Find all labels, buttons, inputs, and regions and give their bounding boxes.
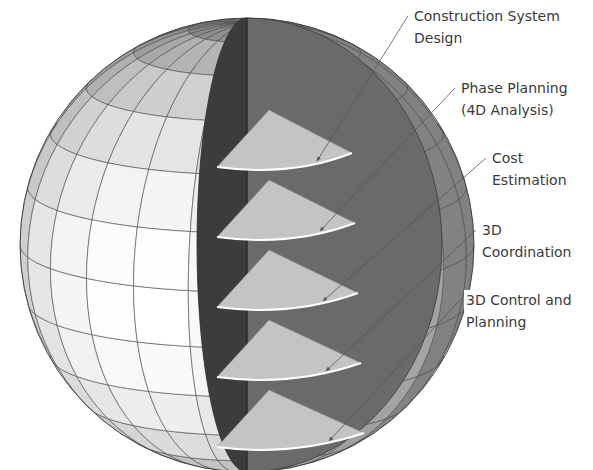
- cut-away: [197, 18, 442, 470]
- callout-label: 3D Coordination: [480, 220, 588, 263]
- leader-line: [320, 88, 455, 231]
- callout-label: 3D Control and Planning: [464, 290, 588, 333]
- callout-label: Cost Estimation: [490, 148, 584, 191]
- sphere-facet: [50, 210, 92, 278]
- sphere-facet: [149, 117, 206, 174]
- leader-line: [326, 230, 476, 371]
- sphere-facet: [50, 269, 92, 335]
- shelf-edge: [217, 433, 364, 450]
- shelf: [217, 250, 358, 310]
- sphere-facet: [134, 286, 191, 347]
- shelf: [217, 390, 364, 450]
- leader-line: [329, 300, 460, 441]
- sphere-facet: [86, 220, 137, 286]
- sphere-facet: [137, 169, 196, 231]
- sphere-facet: [86, 278, 137, 342]
- sphere-facets: [20, 18, 474, 470]
- callout-label: Construction System Design: [412, 6, 566, 49]
- sphere-facet: [134, 227, 191, 291]
- shelf: [217, 110, 352, 170]
- sphere-outline: [20, 18, 474, 470]
- sphere-facet: [137, 342, 196, 396]
- leader-line: [317, 16, 408, 161]
- shelf: [217, 180, 355, 240]
- shelf-edge: [217, 153, 352, 170]
- leader-line: [323, 158, 486, 301]
- shelves: [217, 110, 364, 450]
- cut-face-dark: [197, 18, 247, 470]
- callout-label: Phase Planning (4D Analysis): [459, 78, 588, 121]
- shelf-edge: [217, 223, 355, 240]
- shelf-edge: [217, 293, 358, 310]
- shelf: [217, 320, 361, 380]
- cut-axis: [247, 18, 248, 470]
- shelf-edge: [217, 363, 361, 380]
